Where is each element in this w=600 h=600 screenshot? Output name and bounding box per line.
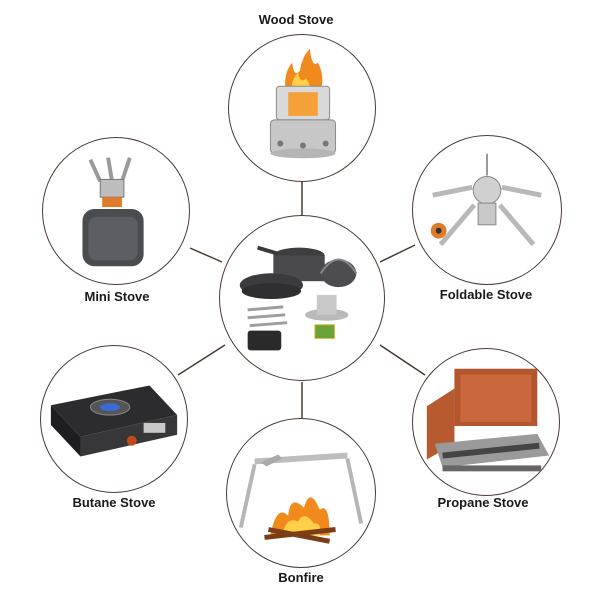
bonfire-node (226, 418, 376, 568)
propane-stove-icon (426, 368, 550, 472)
label-butane-stove: Butane Stove (72, 495, 156, 510)
connector-line (189, 247, 223, 263)
connector-line (379, 344, 426, 376)
mini-stove-icon (82, 157, 144, 267)
label-mini-stove: Mini Stove (84, 289, 150, 304)
propane-stove-node (412, 348, 560, 496)
label-bonfire: Bonfire (278, 570, 324, 585)
foldable-stove-icon (430, 153, 542, 247)
connector-line (379, 244, 416, 263)
butane-stove-icon (50, 385, 178, 457)
foldable-stove-node (412, 135, 562, 285)
label-wood-stove: Wood Stove (258, 12, 334, 27)
mini-stove-node (42, 137, 190, 285)
cookware-set-node (219, 215, 385, 381)
butane-stove-node (40, 345, 188, 493)
label-foldable-stove: Foldable Stove (439, 287, 533, 302)
connector-line (177, 344, 226, 376)
wood-stove-node (228, 34, 376, 182)
wood-stove-icon (269, 48, 337, 159)
bonfire-icon (238, 452, 364, 544)
label-propane-stove: Propane Stove (437, 495, 529, 510)
cookware-set-icon (239, 245, 358, 351)
